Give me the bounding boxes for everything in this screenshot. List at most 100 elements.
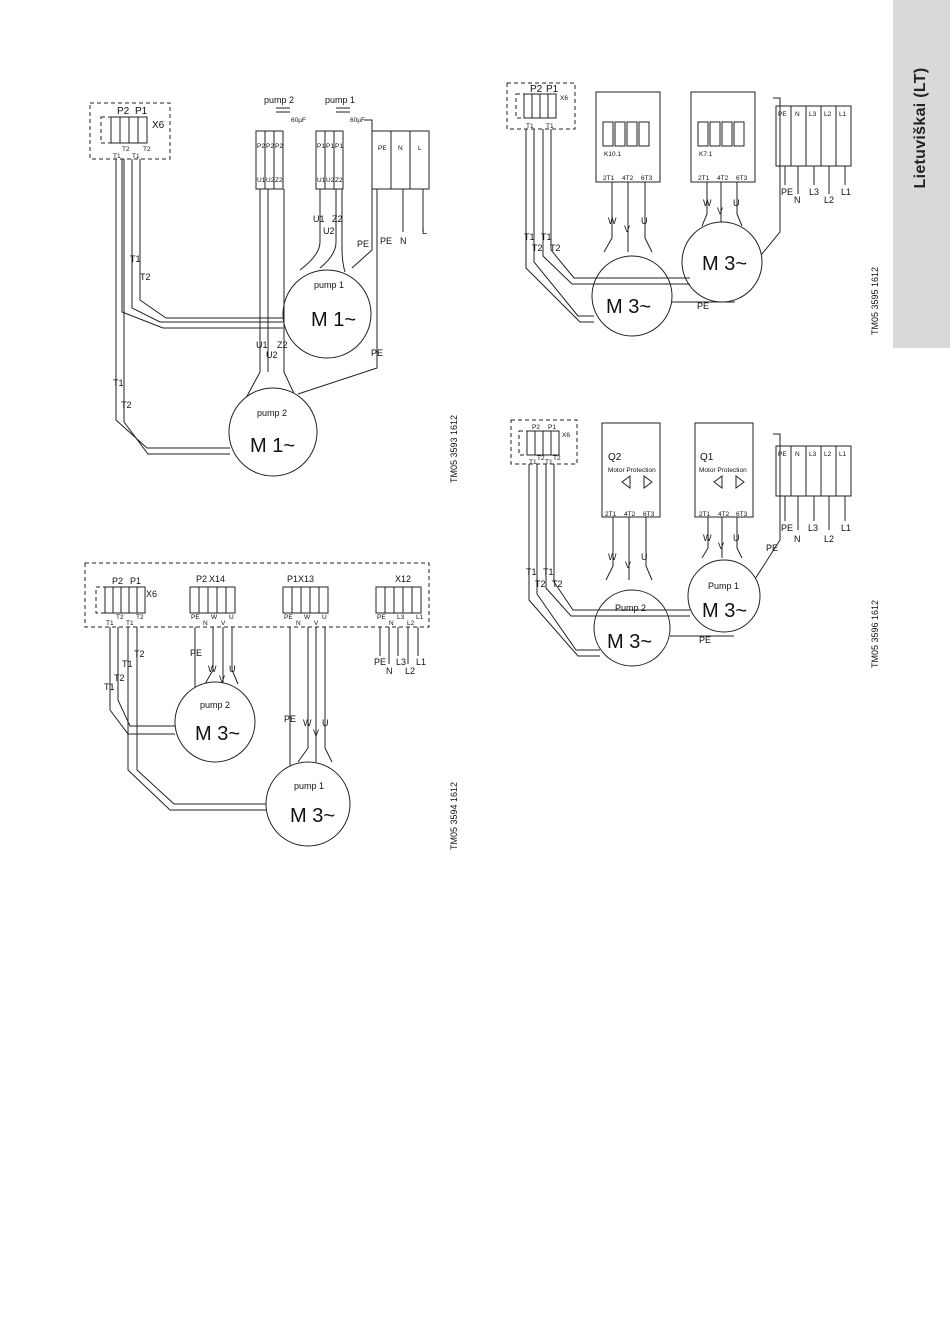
d2-x14-w: W	[211, 614, 218, 621]
d2-pump2-motor	[174, 681, 256, 763]
d3-lbl-t2b: T2	[550, 243, 561, 253]
d3-m-l1: L1	[839, 111, 847, 118]
d3-k7-label: K7.1	[699, 151, 713, 158]
d4-lbl-l1: L1	[841, 523, 851, 533]
d4-q2-label: Q2	[608, 452, 622, 463]
d4-q1-a: 2T1	[699, 511, 711, 518]
d2-x6-terminals	[104, 586, 146, 614]
d1-lbl-u2: U2	[323, 226, 335, 236]
d1-pump2-motor	[228, 387, 318, 477]
d2-code: TM05 3594 1612	[449, 782, 459, 850]
d4-lbl-v1: V	[718, 541, 724, 551]
d2-lbl-pe2: PE	[190, 648, 202, 658]
d4-q1-label: Q1	[700, 452, 714, 463]
d1-t1a: P1	[317, 143, 325, 150]
d4-p2: P2	[532, 424, 540, 431]
d4-m-l2: L2	[824, 451, 832, 458]
d4-lbl-t2a: T2	[535, 579, 546, 589]
d2-pump1-type: M 3~	[290, 805, 335, 827]
d3-motor-2-type: M 3~	[606, 296, 651, 318]
d3-lbl-u2: U	[641, 216, 648, 226]
d3-m-l2: L2	[824, 111, 832, 118]
d1-p1-label: P1	[135, 106, 148, 117]
d2-x12-l1: L1	[416, 614, 424, 621]
d1-cap2-label: 60µF	[291, 117, 306, 124]
d2-x14-n: N	[203, 620, 208, 627]
d1-x6-label: X6	[152, 120, 165, 131]
d3-lbl-w1: W	[703, 198, 712, 208]
d3-p1: P1	[546, 84, 559, 95]
d4-lbl-t1a: T1	[526, 567, 537, 577]
d2-x13-pe: PE	[284, 614, 293, 621]
d2-x6-dash	[95, 586, 106, 614]
d4-pump1-type: M 3~	[702, 600, 747, 622]
d3-k7-c: 6T3	[736, 175, 748, 182]
d3-controller-box	[506, 82, 576, 130]
d3-lbl-n: N	[794, 195, 801, 205]
d4-q1-c: 6T3	[736, 511, 748, 518]
d3-lbl-t1b: T1	[541, 232, 552, 242]
d1-x6-t1: T1	[113, 153, 121, 160]
d4-q2-b: 4T2	[624, 511, 636, 518]
language-tab: Lietuviškai (LT)	[893, 0, 950, 348]
d3-m-n: N	[795, 111, 800, 118]
d4-code: TM05 3596 1612	[870, 600, 880, 668]
d1-pump1-motor	[282, 269, 372, 359]
d1-m-l: L	[418, 145, 422, 152]
d3-lbl-v2: V	[624, 224, 630, 234]
d4-lbl-n: N	[794, 534, 801, 544]
d2-x14: X14	[209, 574, 225, 584]
d2-lbl-t1b: T1	[122, 659, 133, 669]
d2-lbl-v2: V	[219, 674, 225, 684]
d2-x12: X12	[395, 574, 411, 584]
d2-x14-pe: PE	[191, 614, 200, 621]
d2-lbl-t2b: T2	[134, 649, 145, 659]
d3-k10-c: 6T3	[641, 175, 653, 182]
diagram-2: P2 P1 X6 T1 T2 T1 T2 P2 X14 PE N W V U P…	[84, 562, 459, 850]
d1-lbl-t2b: T2	[121, 400, 132, 410]
d3-lbl-l3: L3	[809, 187, 819, 197]
d2-lbl-w1: W	[303, 718, 312, 728]
d2-x12-l2: L2	[407, 620, 415, 627]
d3-k7-a: 2T1	[698, 175, 710, 182]
d1-t1d: U1	[317, 177, 326, 184]
d1-lbl-z2b: Z2	[277, 340, 288, 350]
d1-t1b: P1	[326, 143, 334, 150]
d1-lbl-u2b: U2	[266, 350, 278, 360]
d2-x14-p2: P2	[196, 574, 207, 584]
d3-m-l3: L3	[809, 111, 817, 118]
d4-q1-b: 4T2	[718, 511, 730, 518]
d4-x6-terminals	[526, 430, 560, 456]
d2-lbl-n-m: N	[386, 666, 393, 676]
d1-t1f: Z2	[335, 177, 343, 184]
d2-p1: P1	[130, 576, 141, 586]
d3-lbl-v1: V	[717, 206, 723, 216]
d4-lbl-t1b: T1	[543, 567, 554, 577]
d1-n-label: N	[400, 236, 407, 246]
d2-lbl-l2: L2	[405, 666, 415, 676]
d1-t1e: U2	[326, 177, 335, 184]
d3-lbl-l1: L1	[841, 187, 851, 197]
d4-x6-t2b: T2	[553, 455, 561, 462]
d4-q2-a: 2T1	[605, 511, 617, 518]
d4-lbl-w1: W	[703, 533, 712, 543]
d2-lbl-u1: U	[322, 718, 329, 728]
d3-motor-1-type: M 3~	[702, 253, 747, 275]
d1-p2-label: P2	[117, 106, 130, 117]
d3-lbl-w2: W	[608, 216, 617, 226]
d1-pump1-term-3	[333, 130, 344, 190]
d3-x6-t1: T1	[526, 123, 534, 130]
d1-lbl-t2a: T2	[140, 272, 151, 282]
d4-m-l1: L1	[839, 451, 847, 458]
d1-pe-label: PE	[380, 236, 392, 246]
d3-lbl-l2: L2	[824, 195, 834, 205]
d2-pump2-type: M 3~	[195, 723, 240, 745]
d1-lbl-z2: Z2	[332, 214, 343, 224]
d2-x13-terminals	[282, 586, 329, 614]
d3-x6-t1b: T1	[546, 123, 554, 130]
d4-lbl-u1: U	[733, 533, 740, 543]
d2-lbl-t1a: T1	[104, 682, 115, 692]
d2-x13-v: V	[314, 620, 319, 627]
d1-pump2-term-3	[273, 130, 284, 190]
d3-k10-a: 2T1	[603, 175, 615, 182]
